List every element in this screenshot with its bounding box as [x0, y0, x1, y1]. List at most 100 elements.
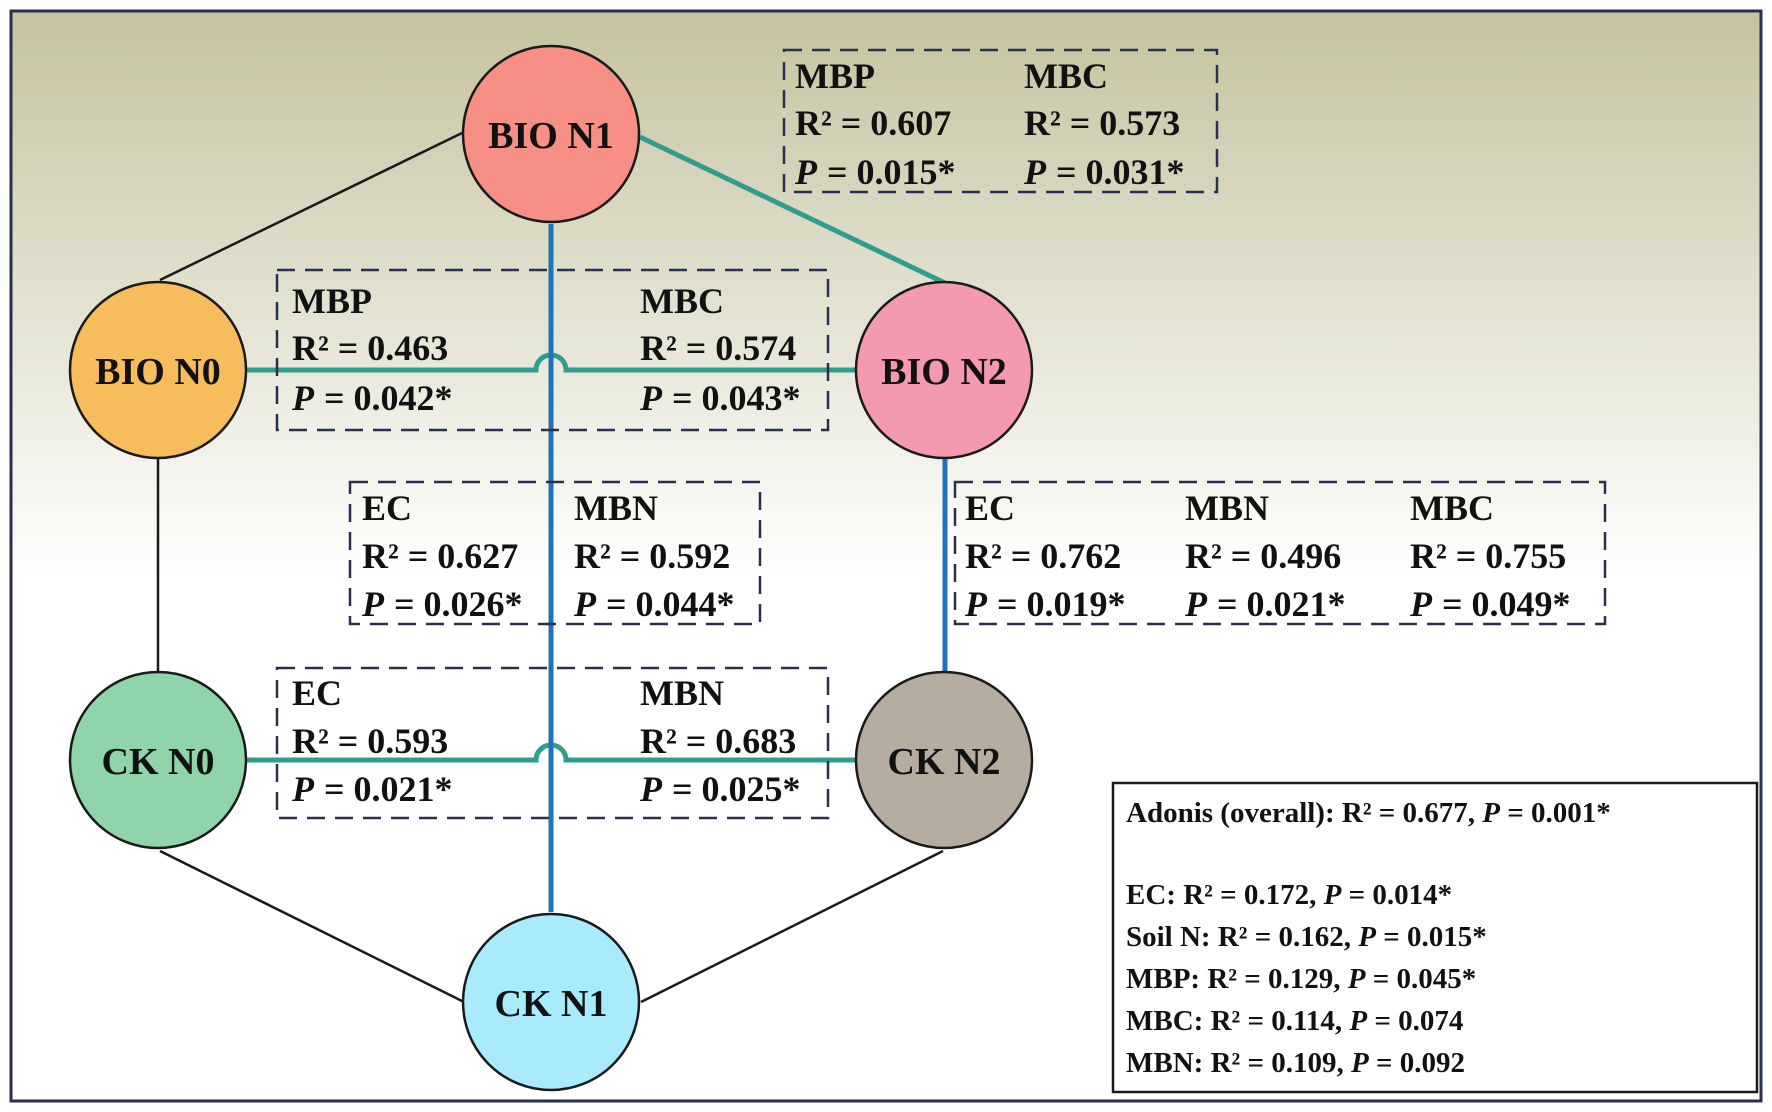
p-value: = 0.049*	[1442, 584, 1571, 624]
edge-bio-n1-bio-n2	[638, 134, 947, 286]
stat-variable: MBP	[795, 56, 875, 96]
black-edges	[156, 131, 944, 1004]
stat-r2: R² = 0.463	[292, 328, 448, 368]
node-label: BIO N2	[881, 351, 1007, 393]
stat-cell: MBN R² = 0.592 P= 0.044*	[573, 488, 735, 624]
stat-r2: R² = 0.574	[640, 328, 796, 368]
node-ck-n2: CK N2	[854, 670, 1034, 850]
stat-p: P= 0.026*	[361, 584, 523, 624]
stat-variable: MBC	[640, 281, 724, 321]
stat-box-bio-n1-bio-n2	[782, 48, 1219, 194]
stat-r2: R² = 0.607	[795, 103, 951, 143]
p-symbol: P	[1023, 152, 1047, 192]
legend-line-value: = 0.014*	[1341, 879, 1452, 911]
p-value: = 0.015*	[827, 152, 956, 192]
node-ck-n1: CK N1	[461, 912, 641, 1092]
adonis-legend: Adonis (overall): R² = 0.677, P = 0.001*…	[1111, 781, 1759, 1094]
stat-p: P= 0.021*	[1184, 584, 1346, 624]
p-symbol: P	[291, 769, 315, 809]
edge-ck-n0-ck-n1	[159, 849, 465, 1004]
legend-line-soil-n: Soil N: R² = 0.162, P = 0.015*	[1126, 921, 1487, 953]
legend-line-mbc: MBC: R² = 0.114, P = 0.074	[1126, 1005, 1463, 1037]
stat-box-bio-n1-ck-n1	[348, 480, 762, 626]
p-value: = 0.043*	[672, 378, 801, 418]
node-bio-n1: BIO N1	[461, 44, 641, 224]
legend-line-ec: EC: R² = 0.172, P = 0.014*	[1126, 879, 1452, 911]
node-bio-n0: BIO N0	[68, 280, 248, 460]
stat-p: P= 0.021*	[291, 769, 453, 809]
stat-r2: R² = 0.592	[574, 536, 730, 576]
edge-ck-n1-ck-n2	[640, 849, 944, 1004]
p-symbol: P	[1350, 1047, 1369, 1079]
p-symbol: P	[1409, 584, 1433, 624]
legend-line-value: = 0.092	[1369, 1047, 1465, 1079]
stat-cell: MBC R² = 0.755 P= 0.049*	[1409, 488, 1571, 624]
stat-cell: MBP R² = 0.463 P= 0.042*	[291, 281, 453, 418]
stat-r2: R² = 0.573	[1024, 103, 1180, 143]
p-value: = 0.031*	[1056, 152, 1185, 192]
legend-line-mbn: MBN: R² = 0.109, P = 0.092	[1126, 1047, 1465, 1079]
p-symbol: P	[1357, 921, 1376, 953]
stat-texts: MBP R² = 0.607 P= 0.015* MBC R² = 0.573 …	[291, 56, 1571, 809]
stat-variable: EC	[965, 488, 1015, 528]
stat-variable: MBN	[640, 673, 724, 713]
stat-cell: EC R² = 0.593 P= 0.021*	[291, 673, 453, 809]
stat-p: P= 0.019*	[964, 584, 1126, 624]
legend-line-text: MBC: R² = 0.114,	[1126, 1005, 1349, 1037]
stat-cell: EC R² = 0.627 P= 0.026*	[361, 488, 523, 624]
legend-box	[1111, 781, 1759, 1094]
p-value: = 0.025*	[672, 769, 801, 809]
legend-line-text: MBP: R² = 0.129,	[1126, 963, 1348, 995]
stat-variable: MBN	[1185, 488, 1269, 528]
stat-cell: MBC R² = 0.573 P= 0.031*	[1023, 56, 1185, 192]
p-value: = 0.021*	[1217, 584, 1346, 624]
stat-variable: MBC	[1024, 56, 1108, 96]
stat-cell: MBC R² = 0.574 P= 0.043*	[639, 281, 801, 418]
legend-line-text: EC: R² = 0.172,	[1126, 879, 1324, 911]
p-value: = 0.044*	[606, 584, 735, 624]
p-symbol: P	[1348, 1005, 1367, 1037]
stat-r2: R² = 0.627	[362, 536, 518, 576]
p-symbol: P	[1323, 879, 1342, 911]
p-symbol: P	[361, 584, 385, 624]
node-label: BIO N0	[95, 351, 221, 393]
nodes: BIO N1 BIO N0 BIO N2 CK N0 CK N2 CK N1	[68, 44, 1034, 1092]
stat-p: P= 0.049*	[1409, 584, 1571, 624]
p-value: = 0.021*	[324, 769, 453, 809]
stat-cell: MBP R² = 0.607 P= 0.015*	[794, 56, 956, 192]
p-symbol: P	[291, 378, 315, 418]
stat-r2: R² = 0.593	[292, 721, 448, 761]
legend-line-value: = 0.045*	[1365, 963, 1476, 995]
p-value: = 0.042*	[324, 378, 453, 418]
blue-edges	[548, 224, 948, 912]
legend-line-value: = 0.074	[1367, 1005, 1463, 1037]
stat-p: P= 0.044*	[573, 584, 735, 624]
p-value: = 0.026*	[394, 584, 523, 624]
stat-p: P= 0.015*	[794, 152, 956, 192]
stat-p: P= 0.031*	[1023, 152, 1185, 192]
node-label: CK N2	[888, 741, 1001, 783]
stat-r2: R² = 0.683	[640, 721, 796, 761]
legend-line-value: = 0.015*	[1376, 921, 1487, 953]
node-label: CK N1	[495, 983, 608, 1025]
stat-r2: R² = 0.755	[1410, 536, 1566, 576]
stat-cell: EC R² = 0.762 P= 0.019*	[964, 488, 1126, 624]
p-value: = 0.019*	[997, 584, 1126, 624]
stat-variable: MBN	[574, 488, 658, 528]
edge-bio-n1-bio-n0	[159, 131, 463, 282]
legend-line-mbp: MBP: R² = 0.129, P = 0.045*	[1126, 963, 1476, 995]
stat-p: P= 0.042*	[291, 378, 453, 418]
stat-cell: MBN R² = 0.496 P= 0.021*	[1184, 488, 1346, 624]
stat-p: P= 0.025*	[639, 769, 801, 809]
node-bio-n2: BIO N2	[854, 280, 1034, 460]
stat-box-ck-n0-ck-n2	[275, 666, 830, 820]
p-symbol: P	[639, 378, 663, 418]
stat-box-bio-n2-ck-n2	[953, 480, 1607, 626]
stat-r2: R² = 0.496	[1185, 536, 1341, 576]
stat-p: P= 0.043*	[639, 378, 801, 418]
node-label: CK N0	[102, 741, 215, 783]
p-symbol: P	[1481, 797, 1500, 829]
legend-line-value: = 0.001*	[1500, 797, 1611, 829]
stat-variable: MBP	[292, 281, 372, 321]
